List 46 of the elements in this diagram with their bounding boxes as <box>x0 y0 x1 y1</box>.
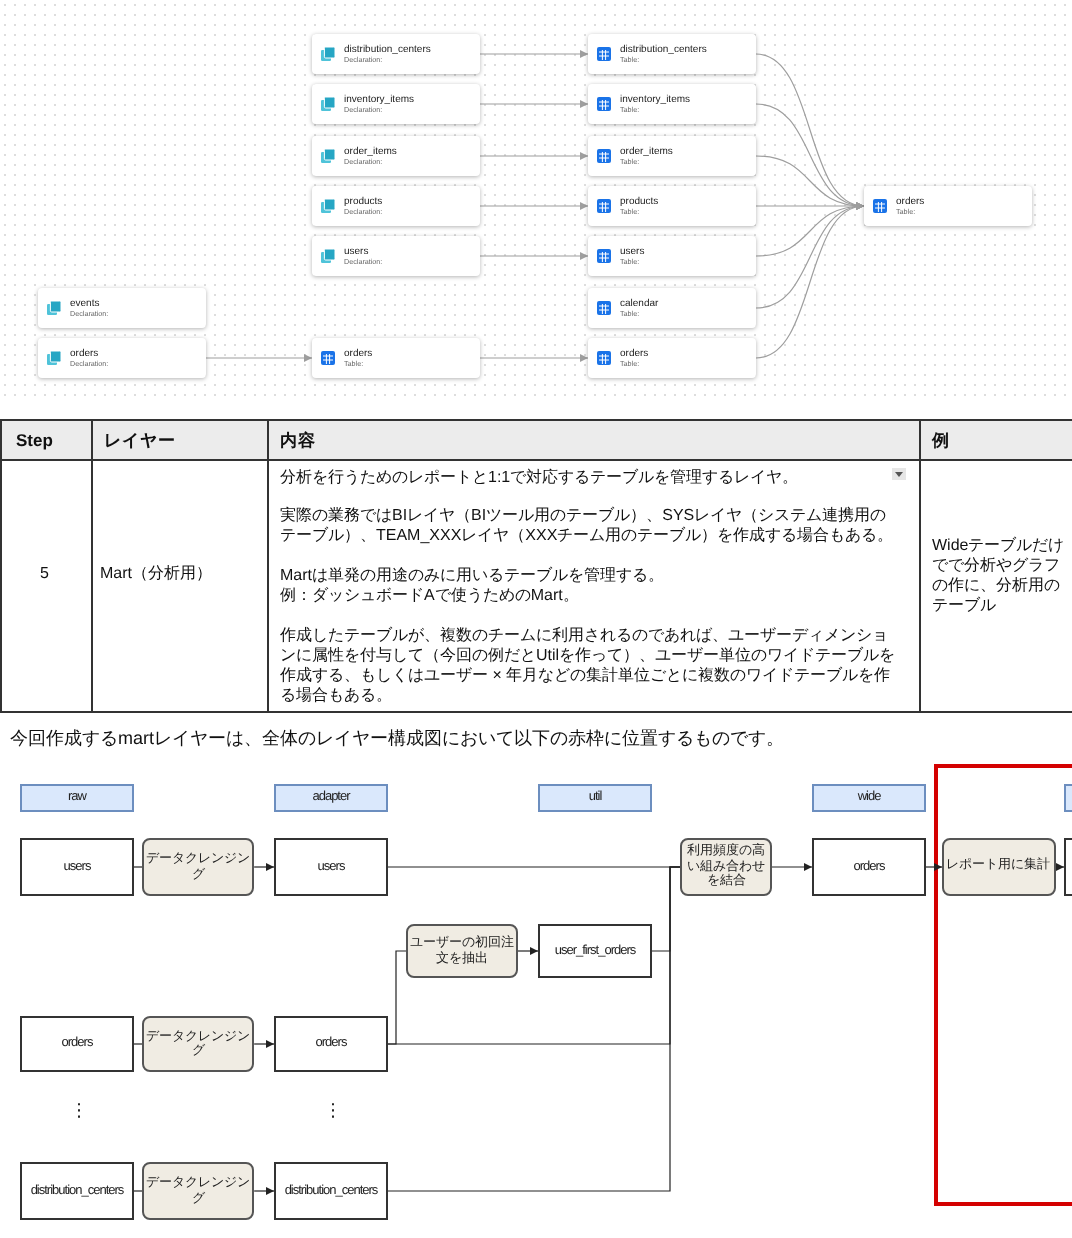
connector-arrow <box>479 100 589 108</box>
description-paragraph: Martは単発の用途のみに用いるテーブルを管理する。 <box>280 566 666 586</box>
intro-sentence: 今回作成するmartレイヤーは、全体のレイヤー構成図において以下の赤枠に位置するものです。 <box>10 728 784 748</box>
table-node-card <box>588 136 756 176</box>
connector-arrow <box>253 1187 275 1195</box>
description-paragraph: 実際の業務ではBIレイヤ（BIツール用のテーブル）、SYSレイヤ（システム連携用のテーブル）、TEAM_XXXレイヤ（XXXチーム用のテーブル）を作成する場合もある。 <box>280 506 896 546</box>
table-node-card <box>588 34 756 74</box>
connector-arrow <box>479 354 589 362</box>
connector-arrow <box>479 50 589 58</box>
declaration-node-card <box>38 338 206 378</box>
table-node-card <box>588 338 756 378</box>
description-paragraph: 分析を行うためのレポートと1:1で対応するテーブルを管理するレイヤ。 <box>280 468 801 488</box>
layer-name: Mart（分析用） <box>100 564 212 584</box>
declaration-node-card <box>312 136 480 176</box>
table-node-card <box>588 84 756 124</box>
column-header: Step <box>16 430 53 450</box>
connector-arrow <box>479 252 589 260</box>
table-node-card <box>588 186 756 226</box>
example-text: Wideテーブルだけでで分析やグラフの作に、分析用のテーブル <box>932 536 1067 616</box>
column-header: 例 <box>932 430 950 454</box>
vertical-ellipsis: ⋮ <box>70 1100 88 1120</box>
declaration-node-card <box>312 186 480 226</box>
table-node-card <box>588 288 756 328</box>
connector-arrow <box>479 152 589 160</box>
column-header: 内容 <box>280 430 316 454</box>
connector-arrow <box>1055 863 1065 871</box>
column-header: レイヤー <box>104 430 176 454</box>
declaration-node-card <box>38 288 206 328</box>
declaration-node-card <box>312 236 480 276</box>
declaration-node-card <box>312 84 480 124</box>
description-paragraph: 作成したテーブルが、複数のチームに利用されるのであれば、ユーザーディメンションに属性を付与して（今回の例だとUtilを作って）、ユーザー単位のワイドテーブルを作成する、もしくはユーザー × 年月などの集計単位ごとに複数のワイドテーブルを作る場合もある。 <box>280 626 896 706</box>
connector-arrow <box>253 1040 275 1048</box>
connector-arrow <box>479 202 589 210</box>
connector-arrow <box>771 863 813 871</box>
description-paragraph: 例：ダッシュボードAで使うためのMart。 <box>280 586 581 606</box>
connector-arrow <box>925 863 943 871</box>
vertical-ellipsis: ⋮ <box>324 1100 342 1120</box>
highlight-frame <box>934 764 1072 1206</box>
declaration-node-card <box>312 34 480 74</box>
connector-arrow <box>517 947 539 955</box>
step-number: 5 <box>40 564 49 584</box>
table-node-card <box>864 186 1032 226</box>
table-node-card <box>312 338 480 378</box>
connector-arrow <box>205 354 313 362</box>
connector-arrow <box>253 863 275 871</box>
table-node-card <box>588 236 756 276</box>
